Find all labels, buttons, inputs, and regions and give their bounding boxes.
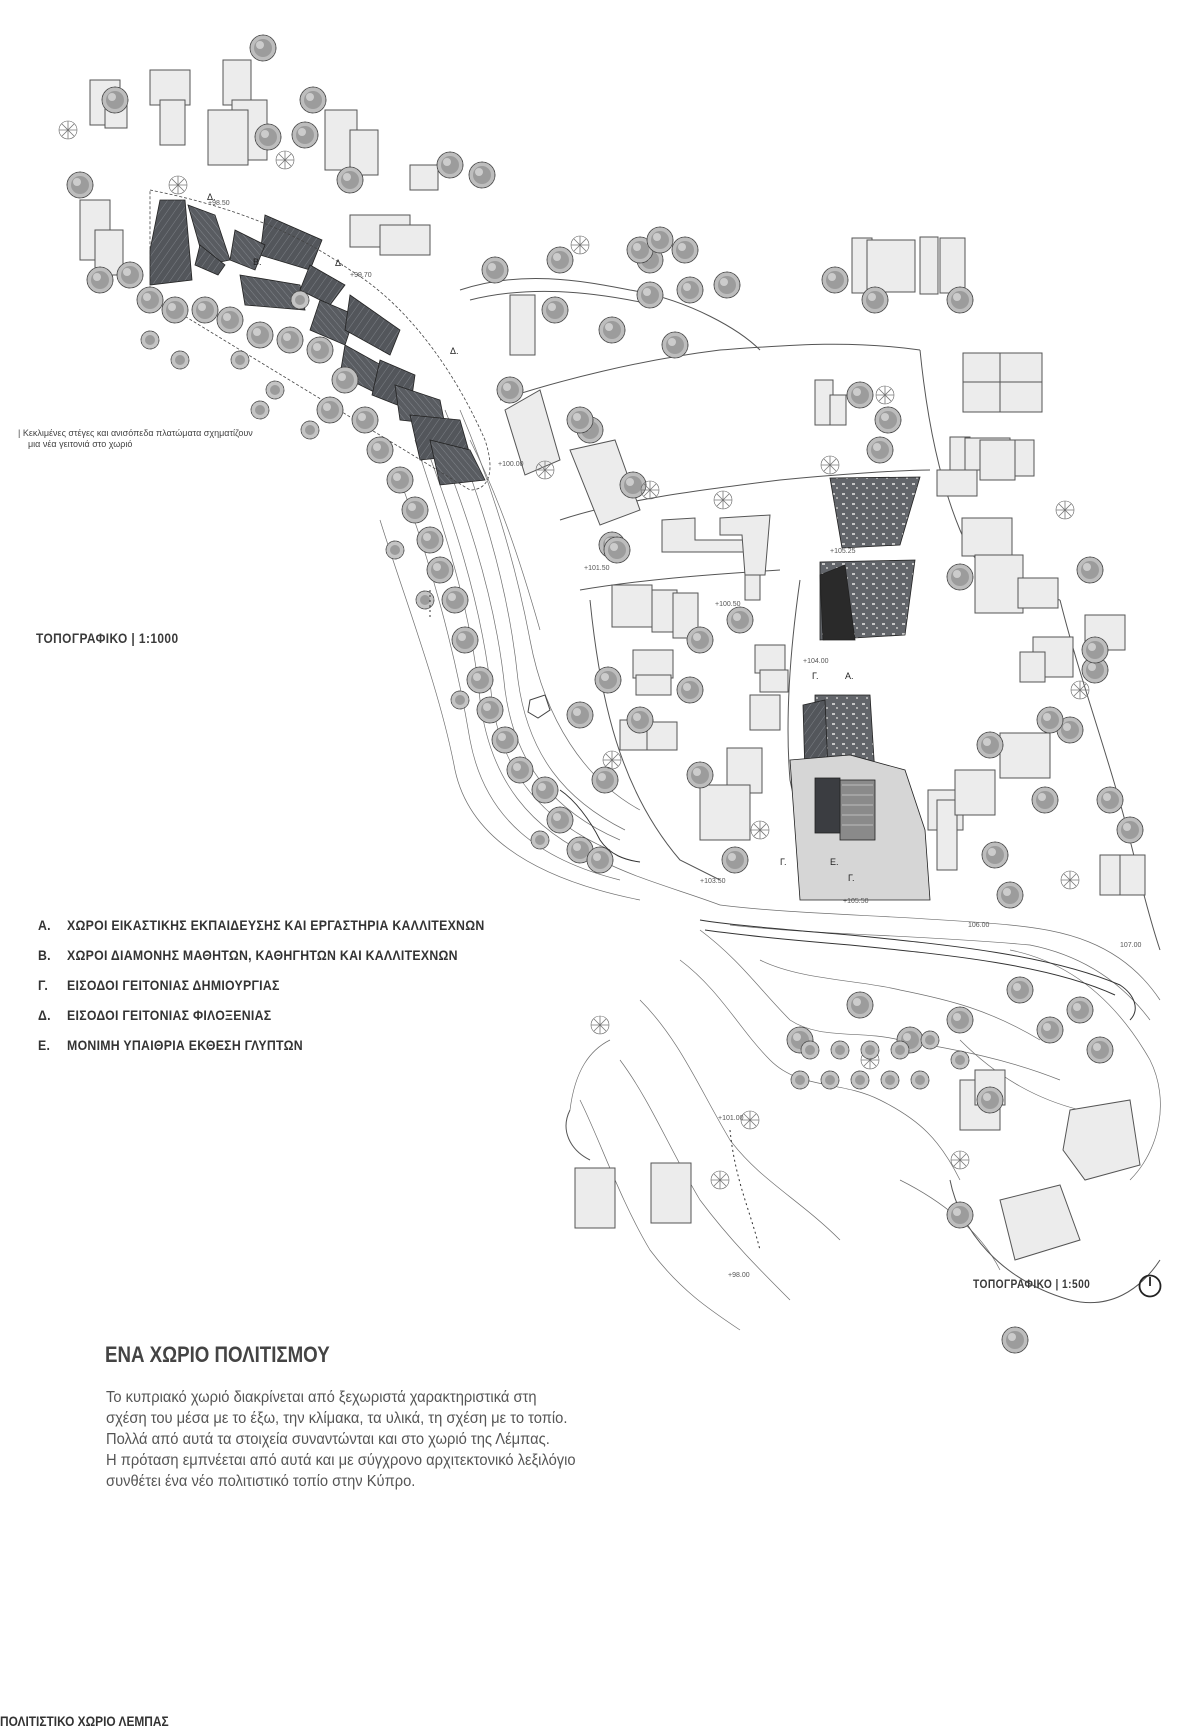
- paragraph-line: συνθέτει ένα νέο πολιτιστικό τοπίο στην …: [106, 1473, 416, 1490]
- elevation-label: +98.00: [728, 1272, 750, 1279]
- legend-item: Γ. ΕΙΣΟΔΟΙ ΓΕΙΤΟΝΙΑΣ ΔΗΜΙΟΥΡΓΙΑΣ: [38, 977, 485, 1007]
- legend-text: ΧΩΡΟΙ ΕΙΚΑΣΤΙΚΗΣ ΕΚΠΑΙΔΕΥΣΗΣ ΚΑΙ ΕΡΓΑΣΤΗ…: [67, 917, 485, 933]
- plan-mark-delta-2: Δ.: [335, 258, 344, 268]
- plan-mark-beta: Β.: [253, 257, 262, 267]
- plan-mark-delta: Δ.: [207, 192, 216, 202]
- elevation-label: +103.50: [700, 878, 726, 885]
- legend: Α. ΧΩΡΟΙ ΕΙΚΑΣΤΙΚΗΣ ΕΚΠΑΙΔΕΥΣΗΣ ΚΑΙ ΕΡΓΑΣ…: [38, 917, 545, 1067]
- legend-key: Δ.: [38, 1007, 51, 1023]
- legend-text: ΧΩΡΟΙ ΔΙΑΜΟΝΗΣ ΜΑΘΗΤΩΝ, ΚΑΘΗΓΗΤΩΝ ΚΑΙ ΚΑ…: [67, 947, 458, 963]
- section-heading: ΕΝΑ ΧΩΡΙΟ ΠΟΛΙΤΙΣΜΟΥ: [105, 1342, 330, 1367]
- plan-mark-gamma: Γ.: [812, 671, 819, 681]
- paragraph-line: Το κυπριακό χωριό διακρίνεται από ξεχωρι…: [106, 1389, 537, 1406]
- scale-label-bottom: ΤΟΠΟΓΡΑΦΙΚΟ | 1:500: [973, 1277, 1091, 1291]
- legend-key: Α.: [38, 917, 51, 933]
- plan-mark-gamma-3: Γ.: [848, 873, 855, 883]
- elevation-label: +99.70: [350, 272, 372, 279]
- legend-key: Γ.: [38, 977, 49, 993]
- elevation-label: +100.00: [498, 461, 524, 468]
- legend-item: Α. ΧΩΡΟΙ ΕΙΚΑΣΤΙΚΗΣ ΕΚΠΑΙΔΕΥΣΗΣ ΚΑΙ ΕΡΓΑΣ…: [38, 917, 485, 947]
- proposal-east: [789, 476, 931, 901]
- trees: [58, 34, 1144, 1354]
- elevation-label: +101.00: [718, 1115, 744, 1122]
- legend-key: Β.: [38, 947, 51, 963]
- caption-line: | Κεκλιμένες στέγες και ανισόπεδα πλατώμ…: [18, 428, 253, 438]
- legend-item: Δ. ΕΙΣΟΔΟΙ ΓΕΙΤΟΝΙΑΣ ΦΙΛΟΞΕΝΙΑΣ: [38, 1007, 485, 1037]
- legend-item: Ε. ΜΟΝΙΜΗ ΥΠΑΙΘΡΙΑ ΕΚΘΕΣΗ ΓΛΥΠΤΩΝ: [38, 1037, 485, 1067]
- elevation-label: +98.50: [208, 200, 230, 207]
- paragraph-line: Πολλά από αυτά τα στοιχεία συναντώνται κ…: [106, 1431, 550, 1448]
- plan-kiosk: [527, 694, 551, 719]
- caption-line: μια νέα γειτονιά στο χωριό: [28, 439, 133, 449]
- elevation-label: +105.50: [843, 898, 869, 905]
- plan-mark-epsilon: Ε.: [830, 857, 839, 867]
- scale-label-top: ΤΟΠΟΓΡΑΦΙΚΟ | 1:1000: [36, 630, 179, 646]
- north-arrow-icon: [1138, 1274, 1162, 1298]
- legend-text: ΕΙΣΟΔΟΙ ΓΕΙΤΟΝΙΑΣ ΔΗΜΙΟΥΡΓΙΑΣ: [67, 977, 280, 993]
- elevation-label: +104.00: [803, 658, 829, 665]
- contour-lines: [379, 409, 1161, 1331]
- plan-mark-delta-3: Δ.: [450, 346, 459, 356]
- elevation-label: 106.00: [968, 922, 990, 929]
- legend-text: ΕΙΣΟΔΟΙ ΓΕΙΤΟΝΙΑΣ ΦΙΛΟΞΕΝΙΑΣ: [67, 1007, 272, 1023]
- legend-item: Β. ΧΩΡΟΙ ΔΙΑΜΟΝΗΣ ΜΑΘΗΤΩΝ, ΚΑΘΗΓΗΤΩΝ ΚΑΙ …: [38, 947, 485, 977]
- elevation-label: 107.00: [1120, 942, 1142, 949]
- paragraph-line: σχέση του μέσα με το έξω, την κλίμακα, τ…: [106, 1410, 568, 1427]
- neighbour-buildings: [79, 59, 1146, 1261]
- steps: [429, 590, 1136, 1251]
- elevation-label: +105.25: [830, 548, 856, 555]
- legend-key: Ε.: [38, 1037, 51, 1053]
- paragraph-line: Η πρόταση εμπνέεται από αυτά και με σύγχ…: [106, 1452, 576, 1469]
- footer-project-title: ΠΟΛΙΤΙΣΤΙΚΟ ΧΩΡΙΟ ΛΕΜΠΑΣ: [0, 1713, 169, 1729]
- legend-text: ΜΟΝΙΜΗ ΥΠΑΙΘΡΙΑ ΕΚΘΕΣΗ ΓΛΥΠΤΩΝ: [67, 1037, 303, 1053]
- plan-mark-gamma-2: Γ.: [780, 857, 787, 867]
- elevation-label: +100.50: [715, 601, 741, 608]
- photo-caption: | Κεκλιμένες στέγες και ανισόπεδα πλατώμ…: [18, 428, 253, 450]
- plan-mark-alpha: Α.: [845, 671, 854, 681]
- description-paragraph: Το κυπριακό χωριό διακρίνεται από ξεχωρι…: [106, 1387, 706, 1492]
- elevation-label: +101.50: [584, 565, 610, 572]
